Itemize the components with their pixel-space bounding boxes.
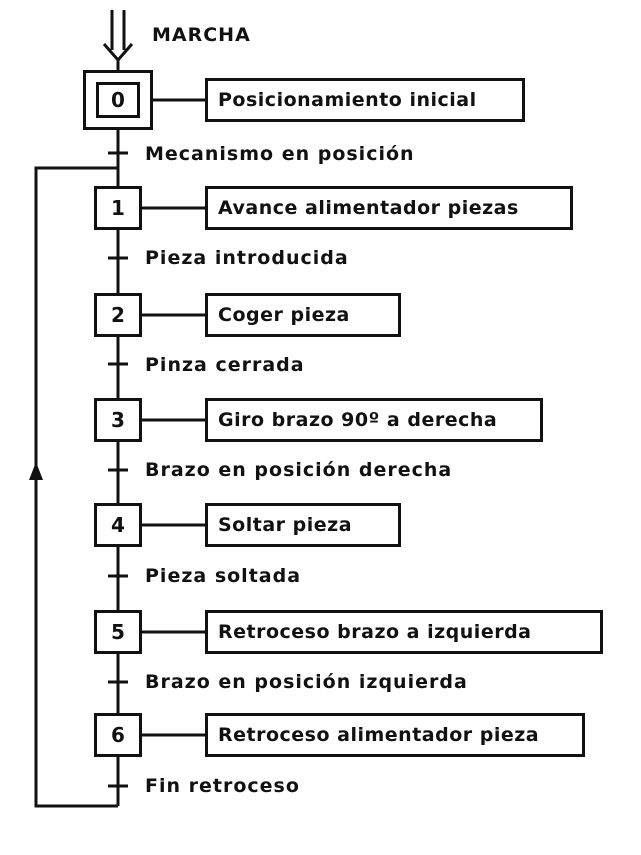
step-3-box: 3 bbox=[94, 398, 142, 442]
transition-6-label: Fin retroceso bbox=[145, 775, 300, 797]
transition-2-label: Pinza cerrada bbox=[145, 354, 305, 376]
transition-5-label: Brazo en posición izquierda bbox=[145, 671, 468, 693]
step-2-box: 2 bbox=[94, 293, 142, 337]
action-4-box: Soltar pieza bbox=[205, 503, 401, 547]
step-0-box: 0 bbox=[83, 70, 153, 130]
step-4-box: 4 bbox=[94, 503, 142, 547]
step-6-box: 6 bbox=[94, 713, 142, 757]
action-6-box: Retroceso alimentador pieza bbox=[205, 713, 585, 757]
transition-0-label: Mecanismo en posición bbox=[145, 143, 415, 165]
transition-ticks bbox=[108, 151, 128, 788]
loop-arrow-icon bbox=[29, 462, 43, 480]
transition-4-label: Pieza soltada bbox=[145, 565, 302, 587]
step-5-box: 5 bbox=[94, 610, 142, 654]
step-1-box: 1 bbox=[94, 186, 142, 230]
step-0-number: 0 bbox=[96, 82, 140, 118]
action-2-box: Coger pieza bbox=[205, 293, 401, 337]
action-5-box: Retroceso brazo a izquierda bbox=[205, 610, 603, 654]
transition-3-label: Brazo en posición derecha bbox=[145, 459, 453, 481]
start-label: MARCHA bbox=[152, 24, 251, 46]
action-3-box: Giro brazo 90º a derecha bbox=[205, 398, 543, 442]
return-loop-line bbox=[34, 166, 118, 808]
action-1-box: Avance alimentador piezas bbox=[205, 186, 573, 230]
action-0-box: Posicionamiento inicial bbox=[205, 78, 525, 122]
start-arrow-icon bbox=[102, 10, 134, 63]
transition-1-label: Pieza introducida bbox=[145, 247, 349, 269]
action-connectors bbox=[142, 98, 205, 737]
